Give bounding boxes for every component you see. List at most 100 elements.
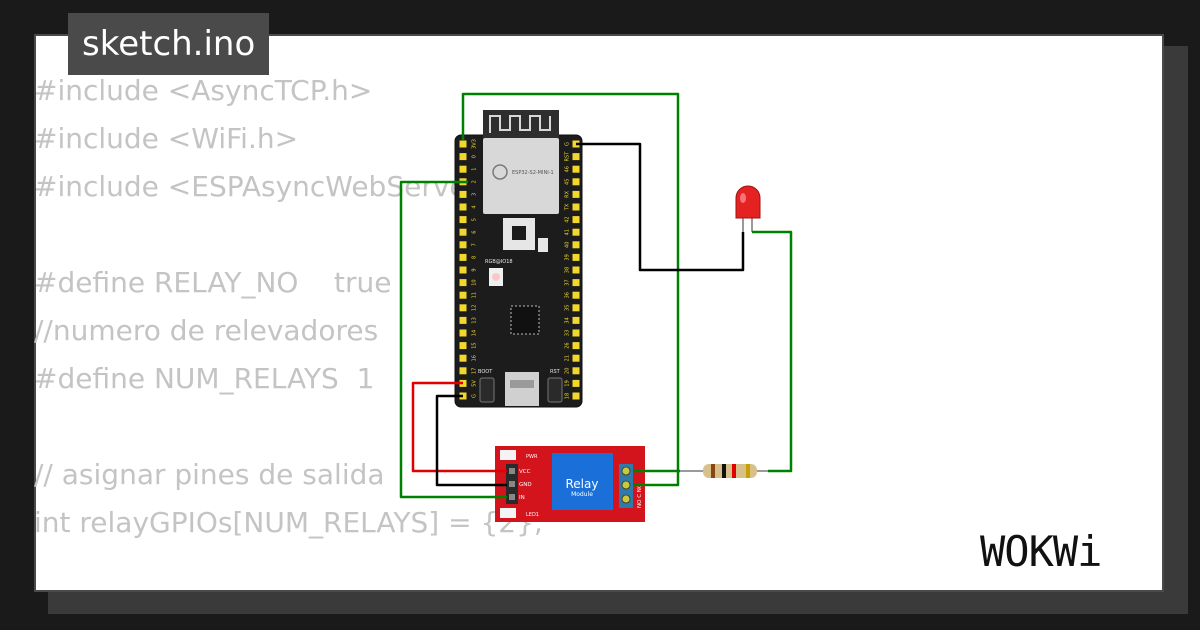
pin-pad[interactable] <box>572 153 580 161</box>
gnd-pin-label: GND <box>519 482 532 488</box>
pin-pad[interactable] <box>572 216 580 224</box>
pin-label: 26 <box>565 342 571 348</box>
pin-pad[interactable] <box>572 367 580 375</box>
pin-pad[interactable] <box>572 392 580 400</box>
code-line: #include <AsyncTCP.h> <box>34 74 373 107</box>
pin-label: 14 <box>472 330 478 336</box>
pin-pad[interactable] <box>459 304 467 312</box>
pin-pad[interactable] <box>572 342 580 350</box>
pin-pad[interactable] <box>459 216 467 224</box>
wire-gpio2-to-relay-in[interactable] <box>399 180 507 499</box>
pin-pad[interactable] <box>459 342 467 350</box>
vcc-pin-label: VCC <box>519 469 531 475</box>
pin-pad[interactable] <box>572 203 580 211</box>
mcu-chip <box>510 305 540 335</box>
pin-label: RST <box>565 151 571 162</box>
pin-label: 37 <box>565 279 571 285</box>
pin-pad[interactable] <box>459 203 467 211</box>
rgb-label: RGB@IO18 <box>485 259 513 265</box>
pin-label: G <box>565 142 571 146</box>
wire-gnd-to-led-cathode[interactable] <box>576 142 745 272</box>
pin-label: 3 <box>472 193 478 196</box>
pin-label: 0 <box>472 155 478 158</box>
pin-label: 17 <box>472 368 478 374</box>
resistor[interactable] <box>680 464 768 478</box>
pin-pad[interactable] <box>572 178 580 186</box>
pin-label: 40 <box>565 242 571 248</box>
led1-indicator <box>500 508 516 518</box>
pin-pad[interactable] <box>572 228 580 236</box>
pin-pad[interactable] <box>572 279 580 287</box>
pin-pad[interactable] <box>572 266 580 274</box>
pin-label: 16 <box>472 355 478 361</box>
usb-port <box>505 372 539 406</box>
code-line: #include <WiFi.h> <box>34 122 299 155</box>
pin-pad[interactable] <box>572 354 580 362</box>
pin-pad[interactable] <box>459 316 467 324</box>
red-led[interactable] <box>735 185 761 268</box>
pin-pad[interactable] <box>459 329 467 337</box>
wire-led-anode-to-resistor[interactable] <box>752 230 793 473</box>
pwr-label: PWR <box>526 454 538 460</box>
pin-pad[interactable] <box>572 190 580 198</box>
pin-pad[interactable] <box>459 153 467 161</box>
pin-pad[interactable] <box>459 140 467 148</box>
pin-pad[interactable] <box>459 291 467 299</box>
pin-pad[interactable] <box>459 165 467 173</box>
pin-pad[interactable] <box>572 329 580 337</box>
wire-3v3-to-relay-common[interactable] <box>461 92 680 487</box>
relay-module[interactable]: PWR LED1 VCC GND IN Relay Module NO C NC <box>495 446 645 522</box>
wokwi-logo-text: WOKWi <box>980 527 1101 576</box>
in-pin-label: IN <box>519 495 525 501</box>
pin-label: 20 <box>565 368 571 374</box>
pin-label: 13 <box>472 317 478 323</box>
pin-pad[interactable] <box>572 379 580 387</box>
pin-pad[interactable] <box>572 316 580 324</box>
pin-label: 3V3 <box>472 139 478 149</box>
file-tab[interactable]: sketch.ino <box>68 13 270 75</box>
pin-pad[interactable] <box>572 304 580 312</box>
pin-label: 7 <box>472 243 478 246</box>
rst-label: RST <box>550 369 561 375</box>
pin-label: 46 <box>565 166 571 172</box>
pin-pad[interactable] <box>459 279 467 287</box>
pin-pad[interactable] <box>459 228 467 236</box>
pin-label: 19 <box>565 380 571 386</box>
module-label: ESP32-S2-MINI-1 <box>512 170 554 176</box>
pin-pad[interactable] <box>459 253 467 261</box>
wire-5v-to-relay-vcc[interactable] <box>411 381 507 473</box>
wire-gnd-to-relay-gnd[interactable] <box>435 394 507 487</box>
pin-label: TX <box>565 203 571 211</box>
pin-pad[interactable] <box>572 241 580 249</box>
pin-label: 8 <box>472 256 478 259</box>
espressif-logo-icon <box>492 164 508 180</box>
terminal-labels: NO C NC <box>637 484 643 508</box>
boot-label: BOOT <box>478 369 493 375</box>
pin-pad[interactable] <box>572 291 580 299</box>
pwr-led <box>500 450 516 460</box>
boot-button[interactable] <box>479 377 495 403</box>
pin-label: 11 <box>472 292 478 298</box>
pin-pad[interactable] <box>459 367 467 375</box>
pin-pad[interactable] <box>459 354 467 362</box>
code-line: #define RELAY_NO true <box>34 266 392 299</box>
pin-label: 15 <box>472 342 478 348</box>
pin-pad[interactable] <box>459 241 467 249</box>
pin-label: 10 <box>472 279 478 285</box>
pin-label: 9 <box>472 268 478 271</box>
right-pin-header: GRST4645RXTX4241403938373635343326212019… <box>565 140 580 400</box>
pin-label: 39 <box>565 254 571 260</box>
pin-label: 1 <box>472 168 478 171</box>
wokwi-logo: WOKWi <box>980 527 1102 576</box>
relay-subtitle: Module <box>571 491 593 498</box>
pin-pad[interactable] <box>572 165 580 173</box>
pin-label: 45 <box>565 179 571 185</box>
reset-button[interactable] <box>547 377 563 403</box>
pin-pad[interactable] <box>459 266 467 274</box>
esp32-board[interactable]: ESP32-S2-MINI-1 RGB@IO18 BOOT RST 3V3 0 1 2… <box>454 110 583 408</box>
pin-label: 4 <box>472 205 478 208</box>
pin-pad[interactable] <box>459 190 467 198</box>
pin-pad[interactable] <box>572 253 580 261</box>
